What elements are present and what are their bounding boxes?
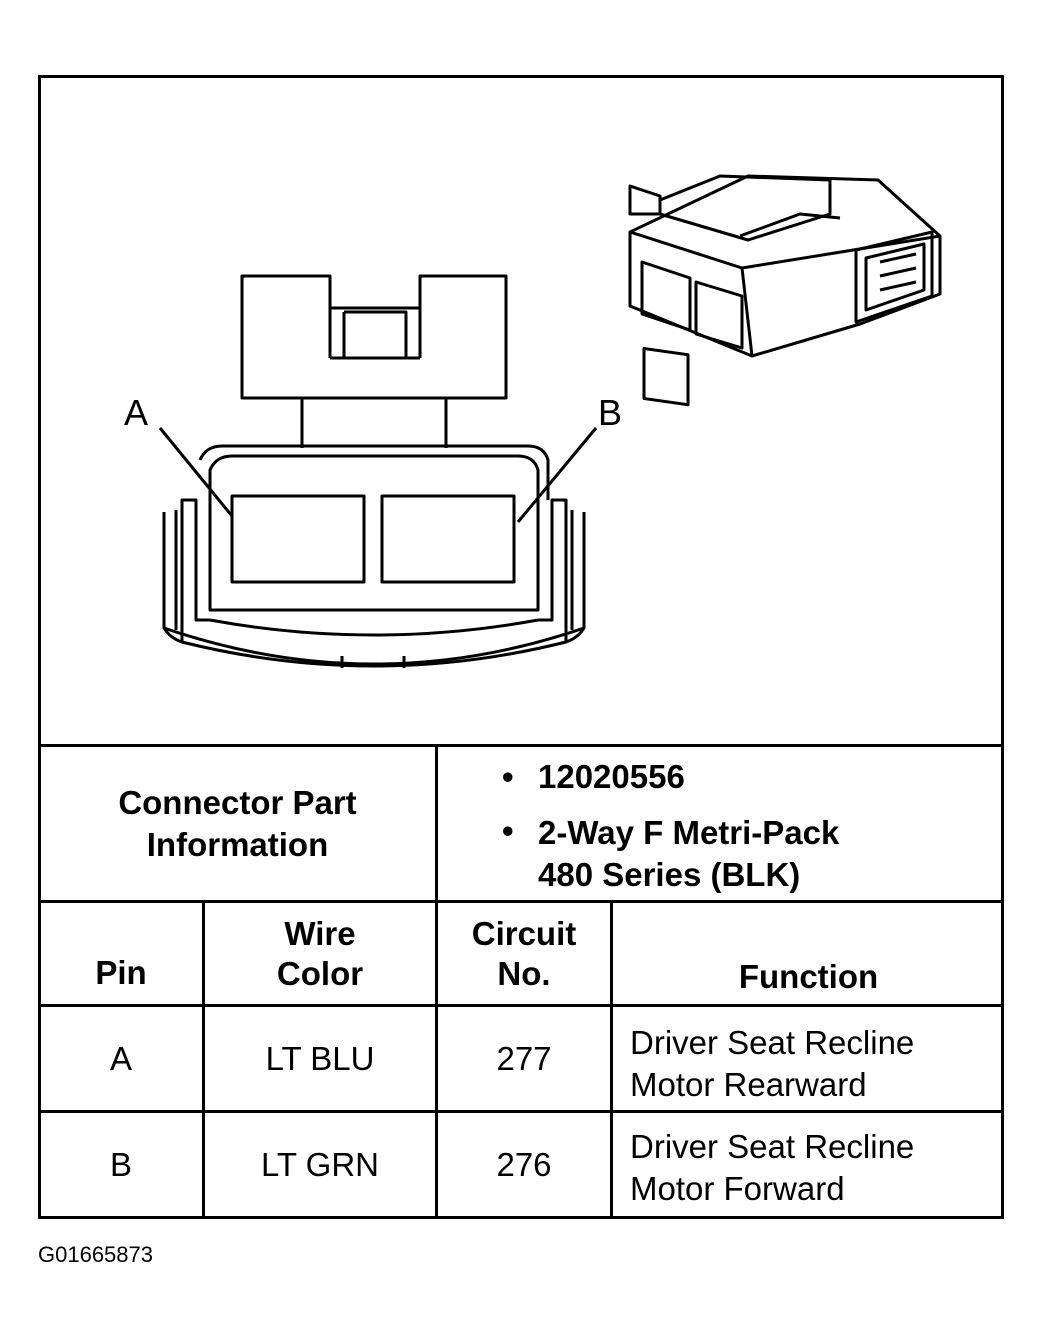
pin-col-divider (202, 900, 205, 1219)
info-col-divider (435, 744, 438, 1219)
connector-description: 2-Way F Metri-Pack 480 Series (BLK) (538, 812, 839, 896)
row-a-pin: A (109, 1040, 132, 1077)
row-b-wire-color: LT GRN (261, 1146, 379, 1183)
row-b-pin: B (109, 1146, 132, 1183)
header-circuit-no: Circuit No. (438, 914, 610, 994)
row-b-function-line1: Driver Seat Recline (630, 1128, 915, 1165)
connector-info-label-line1: Connector Part (118, 784, 357, 821)
figure-id: G01665873 (38, 1242, 153, 1267)
circuit-col-divider (610, 900, 613, 1219)
header-circuit-line1: Circuit (471, 915, 577, 952)
bullet-1: • (502, 758, 514, 795)
header-circuit-line2: No. (497, 955, 551, 992)
row-a-function-line1: Driver Seat Recline (630, 1024, 915, 1061)
part-number: 12020556 (538, 758, 685, 795)
header-row-divider (38, 1004, 1004, 1007)
connector-info-label-line2: Information (146, 826, 329, 863)
connector-front-view (158, 274, 598, 668)
connector-description-line1: 2-Way F Metri-Pack (538, 814, 840, 851)
row-a-wire-color: LT BLU (265, 1040, 375, 1077)
header-wire-line1: Wire (284, 915, 356, 952)
pin-a-callout: A (124, 392, 149, 433)
row-a-divider (38, 1110, 1004, 1113)
pin-b-callout: B (598, 392, 623, 433)
header-wire-line2: Color (276, 955, 364, 992)
connector-isometric-view (628, 174, 942, 407)
header-wire-color: Wire Color (205, 914, 435, 994)
connector-illustration (158, 174, 942, 668)
row-b-function-line2: Motor Forward (630, 1170, 845, 1207)
row-a-function-line2: Motor Rearward (630, 1066, 867, 1103)
connector-description-line2: 480 Series (BLK) (538, 856, 801, 893)
header-pin: Pin (95, 954, 147, 991)
table-top-border (38, 744, 1004, 747)
row-b-circuit: 276 (496, 1146, 552, 1183)
bullet-2: • (502, 812, 514, 849)
row-a-function: Driver Seat Recline Motor Rearward (630, 1022, 914, 1106)
row-a-circuit: 277 (496, 1040, 552, 1077)
info-row-divider (38, 900, 1004, 903)
header-function: Function (738, 958, 879, 995)
connector-info-label: Connector Part Information (40, 782, 435, 866)
row-b-function: Driver Seat Recline Motor Forward (630, 1126, 914, 1210)
connector-diagram-frame (38, 75, 1004, 1219)
